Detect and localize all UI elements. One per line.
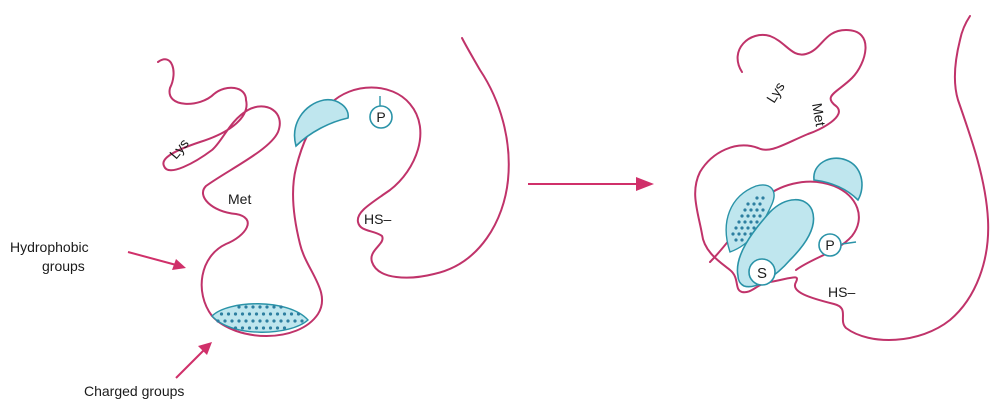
stipple-dot (223, 319, 226, 322)
hydrophobic-label-line1: Hydrophobic (10, 239, 89, 255)
stipple-dot (293, 319, 296, 322)
right-lys-label: Lys (763, 79, 788, 106)
stipple-dot (749, 220, 752, 223)
stipple-dot (737, 220, 740, 223)
stipple-dot (216, 319, 219, 322)
stipple-dot (737, 232, 740, 235)
stipple-dot (251, 319, 254, 322)
stipple-dot (262, 312, 265, 315)
right-hs-label: HS– (828, 284, 855, 300)
stipple-dot (272, 305, 275, 308)
left-hs-label: HS– (364, 211, 391, 227)
left-enzyme: P Lys Met HS– (158, 38, 509, 336)
right-enzyme: S P Lys Met HS– (695, 16, 988, 340)
left-polypeptide-chain (158, 38, 509, 336)
left-annotations: Hydrophobic groups Charged groups (10, 239, 212, 399)
stipple-dot (220, 312, 223, 315)
right-met-label: Met (809, 102, 829, 128)
stipple-dot (279, 305, 282, 308)
stipple-dot (743, 208, 746, 211)
stipple-dot (248, 326, 251, 329)
stipple-dot (227, 312, 230, 315)
stipple-dot (758, 214, 761, 217)
stipple-dot (279, 319, 282, 322)
stipple-dot (258, 319, 261, 322)
stipple-dot (237, 319, 240, 322)
stipple-dot (241, 326, 244, 329)
stipple-dot (276, 326, 279, 329)
stipple-dot (740, 226, 743, 229)
stipple-dot (248, 312, 251, 315)
stipple-dot (234, 312, 237, 315)
left-lys-label: Lys (166, 135, 192, 162)
stipple-dot (300, 319, 303, 322)
stipple-dot (272, 319, 275, 322)
stipple-dot (758, 202, 761, 205)
stipple-dot (734, 226, 737, 229)
stipple-dot (752, 202, 755, 205)
stipple-dot (255, 326, 258, 329)
stipple-dot (752, 214, 755, 217)
stipple-dot (258, 305, 261, 308)
hydrophobic-label-line2: groups (42, 258, 85, 274)
stipple-dot (269, 312, 272, 315)
hydrophobic-pointer-line (128, 252, 180, 266)
left-ligand-cap (295, 100, 349, 146)
stipple-dot (746, 214, 749, 217)
stipple-dot (283, 312, 286, 315)
stipple-dot (251, 305, 254, 308)
stipple-dot (755, 220, 758, 223)
charged-pointer-line (176, 348, 206, 378)
stipple-dot (755, 208, 758, 211)
stipple-dot (743, 220, 746, 223)
stipple-dot (237, 305, 240, 308)
stipple-dot (761, 196, 764, 199)
stipple-dot (286, 319, 289, 322)
right-ligand-cap (814, 158, 862, 200)
right-s-label: S (757, 265, 767, 282)
left-met-label: Met (228, 191, 251, 207)
hydrophobic-pointer-arrowhead-icon (172, 259, 186, 270)
stipple-dot (241, 312, 244, 315)
stipple-dot (283, 326, 286, 329)
stipple-dot (230, 319, 233, 322)
stipple-dot (244, 305, 247, 308)
stipple-dot (265, 319, 268, 322)
stipple-dot (755, 196, 758, 199)
stipple-dot (749, 208, 752, 211)
stipple-dot (761, 208, 764, 211)
stipple-dot (740, 214, 743, 217)
transition-arrow-icon (528, 177, 654, 191)
stipple-dot (746, 226, 749, 229)
stipple-dot (297, 312, 300, 315)
stipple-dot (269, 326, 272, 329)
stipple-dot (244, 319, 247, 322)
right-p-label: P (825, 237, 834, 253)
stipple-dot (743, 232, 746, 235)
stipple-dot (731, 232, 734, 235)
stipple-dot (262, 326, 265, 329)
stipple-dot (276, 312, 279, 315)
stipple-dot (265, 305, 268, 308)
stipple-dot (234, 326, 237, 329)
charged-groups-label: Charged groups (84, 383, 184, 399)
stipple-dot (290, 312, 293, 315)
stipple-dot (255, 312, 258, 315)
left-p-label: P (376, 109, 385, 125)
stipple-dot (740, 238, 743, 241)
stipple-dot (734, 238, 737, 241)
stipple-dot (746, 202, 749, 205)
